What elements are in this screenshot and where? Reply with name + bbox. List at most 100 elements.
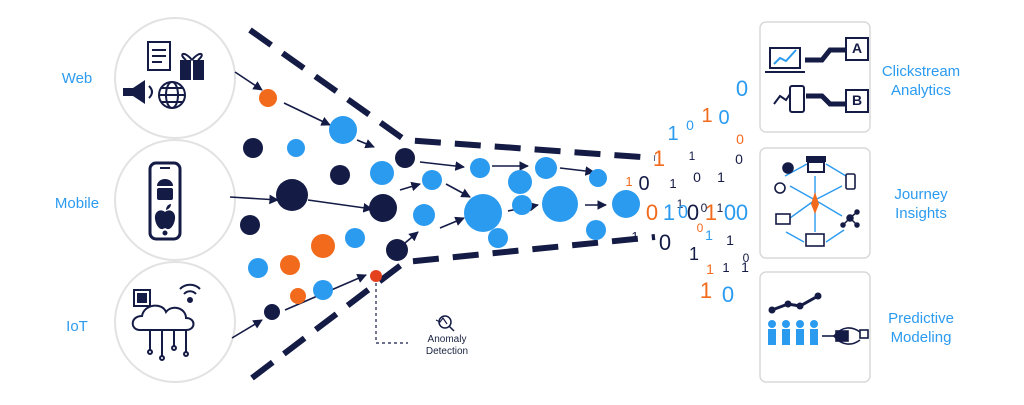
binary-digit: 1	[669, 176, 676, 191]
funnel-bottom-edge	[250, 234, 656, 381]
binary-digit: 1	[705, 200, 717, 225]
data-particle	[612, 190, 640, 218]
binary-digit: 0	[693, 169, 701, 185]
trend-line-icon	[768, 292, 822, 314]
anomaly-label-line2: Detection	[425, 346, 469, 357]
label-a-icon	[805, 37, 869, 63]
data-particle	[422, 170, 442, 190]
source-mobile	[114, 139, 236, 261]
binary-digit: 1	[741, 259, 749, 275]
binary-digit: 0	[736, 76, 748, 101]
binary-digit: 1	[689, 149, 696, 163]
data-particle	[589, 169, 607, 187]
mail-icon	[775, 213, 791, 225]
phone-chart-icon	[773, 85, 805, 113]
data-particle	[464, 194, 502, 232]
network-node-icon	[840, 209, 860, 228]
source-iot	[114, 261, 236, 383]
binary-digit: 0	[735, 151, 743, 167]
mobile-touchpoint-icon	[845, 173, 856, 190]
binary-digit: 0	[659, 230, 671, 255]
anomaly-detection-label: Anomaly Detection	[412, 334, 482, 358]
funnel-top-edge	[248, 27, 656, 161]
data-particle	[535, 157, 557, 179]
output-clickstream	[759, 21, 871, 133]
data-particle	[248, 258, 268, 278]
data-particle	[313, 280, 333, 300]
customer-figure	[811, 192, 819, 214]
binary-digit: 1	[726, 232, 734, 248]
binary-digit: 1	[653, 146, 665, 171]
binary-digit: 0	[697, 221, 704, 235]
binary-digit: 0	[687, 200, 699, 225]
binary-digit: 0	[718, 107, 729, 129]
laptop-chart-icon	[765, 47, 805, 73]
data-particle	[243, 138, 263, 158]
binary-digit: 0	[701, 201, 708, 215]
binary-digit: 1	[705, 227, 713, 243]
wireless-icon	[179, 283, 201, 303]
binary-digit: 1	[722, 260, 729, 275]
output-label-predictive-line1: Predictive	[888, 310, 954, 327]
output-label-predictive-line2: Modeling	[890, 329, 952, 346]
data-particle	[330, 165, 350, 185]
document-icon	[147, 41, 171, 71]
binary-digit: 1	[717, 201, 724, 215]
source-label-iot: IoT	[66, 318, 88, 335]
funnel-outline	[248, 27, 656, 381]
model-flow-icon	[822, 327, 869, 345]
data-particle	[488, 228, 508, 248]
binary-digit: 0	[646, 200, 658, 225]
chip-icon	[133, 289, 151, 307]
globe-icon	[158, 81, 186, 109]
data-particle	[370, 161, 394, 185]
output-label-clickstream-line2: Analytics	[890, 82, 952, 99]
output-label-clickstream-line1: Clickstream	[881, 63, 961, 80]
android-icon	[157, 179, 173, 200]
binary-digit: 1	[631, 229, 638, 244]
binary-digit: 1	[667, 123, 678, 145]
anomaly-label-line1: Anomaly	[427, 334, 467, 345]
binary-digit: 0	[736, 131, 744, 147]
output-journey	[759, 147, 871, 259]
output-label-journey-line1: Journey	[894, 186, 948, 203]
data-particle	[264, 304, 280, 320]
data-particle	[512, 195, 532, 215]
binary-digit: 1	[625, 174, 632, 189]
monitor-icon	[805, 233, 825, 247]
data-particle	[280, 255, 300, 275]
binary-digit: 1	[689, 244, 699, 264]
output-label-journey-line2: Insights	[895, 205, 947, 222]
binary-digit: 0	[736, 200, 748, 225]
ab-label-b: B	[851, 92, 863, 108]
source-label-web: Web	[61, 70, 93, 87]
data-particle	[259, 89, 277, 107]
binary-digit: 0	[638, 173, 649, 195]
ab-label-a: A	[851, 40, 863, 56]
data-particle	[395, 148, 415, 168]
binary-digit: 0	[722, 282, 734, 307]
person-icon	[782, 162, 794, 174]
binary-digit: 1	[700, 278, 712, 303]
data-particle	[586, 220, 606, 240]
binary-digit: 1	[701, 105, 712, 127]
label-b-icon	[806, 89, 869, 113]
output-predictive	[759, 271, 871, 383]
data-particle	[470, 158, 490, 178]
data-particle	[290, 288, 306, 304]
binary-digit: 1	[677, 197, 684, 211]
binary-digit: 0	[743, 251, 750, 265]
data-particle	[386, 239, 408, 261]
output-label-journey: Journey Insights	[871, 185, 971, 223]
cloud-circuit-icon	[131, 304, 195, 361]
megaphone-icon	[123, 80, 153, 104]
apple-icon	[154, 204, 176, 230]
data-particle	[345, 228, 365, 248]
people-icon	[768, 320, 818, 345]
output-label-clickstream: Clickstream Analytics	[871, 62, 971, 100]
data-particle	[508, 170, 532, 194]
binary-digit: 0	[678, 202, 688, 222]
data-particle	[240, 215, 260, 235]
